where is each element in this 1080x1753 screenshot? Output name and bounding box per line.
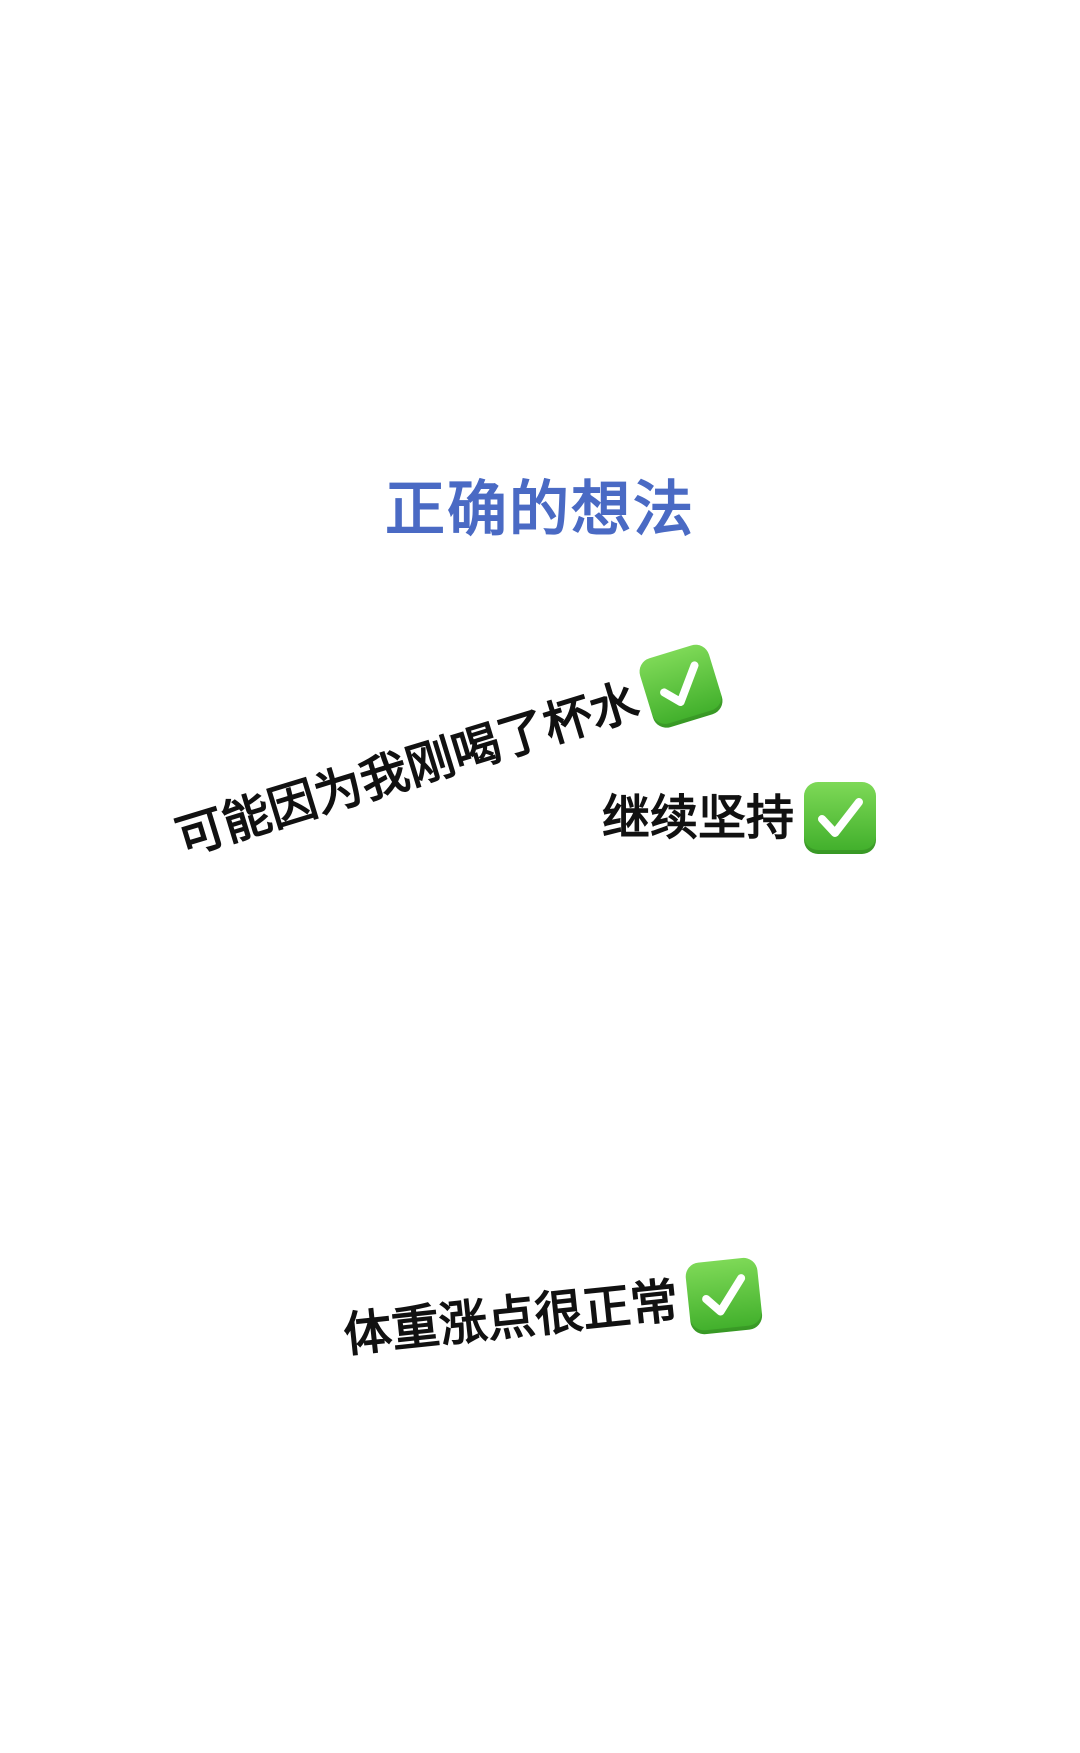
phrase-keep-going: 继续坚持 — [602, 782, 877, 854]
check-mark-icon — [804, 782, 877, 854]
phrase-drank-water: 可能因为我刚喝了杯水 — [167, 641, 726, 874]
check-mark-icon — [684, 1256, 764, 1336]
phrase-text: 继续坚持 — [602, 790, 795, 846]
page-title: 正确的想法 — [385, 475, 695, 545]
phrase-text: 可能因为我刚喝了杯水 — [169, 672, 646, 867]
phrase-weight-normal: 体重涨点很正常 — [340, 1256, 764, 1372]
check-mark-icon — [636, 641, 726, 732]
phrase-text: 体重涨点很正常 — [341, 1273, 682, 1364]
